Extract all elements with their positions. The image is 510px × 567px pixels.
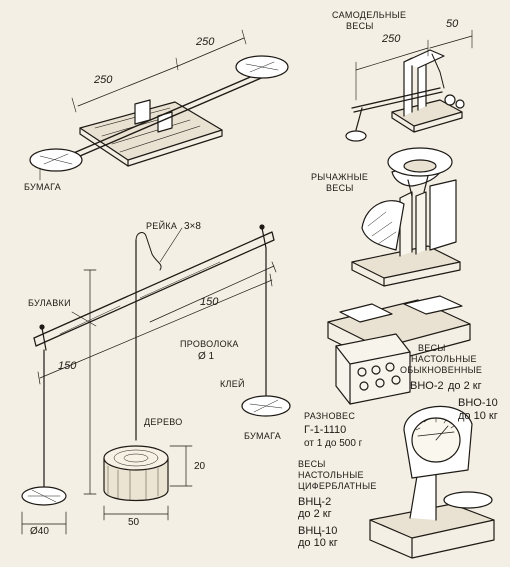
rail-label: РЕЙКА bbox=[146, 221, 178, 231]
table-scale-line1: ВЕСЫ bbox=[418, 343, 446, 353]
dim-250-left: 250 bbox=[94, 74, 113, 86]
dial-scale-model2: ВНЦ-10 bbox=[298, 525, 338, 537]
dial-scale-model1: ВНЦ-2 bbox=[298, 496, 332, 508]
dim-diam-40: Ø40 bbox=[30, 526, 49, 537]
table-scale-line3: ОБЫКНОВЕННЫЕ bbox=[400, 365, 483, 375]
dial-scale-limit1: до 2 кг bbox=[298, 508, 332, 520]
homemade-scale-drawing bbox=[345, 29, 473, 142]
lever-title-2: ВЕСЫ bbox=[326, 183, 354, 193]
dim-150-right: 150 bbox=[200, 296, 219, 308]
table-scale-limit1: до 2 кг bbox=[448, 380, 482, 392]
table-scale-limit2: до 10 кг bbox=[458, 410, 498, 422]
lever-scale-drawing bbox=[351, 147, 461, 287]
wire-label: ПРОВОЛОКА bbox=[180, 339, 239, 349]
wood-label: ДЕРЕВО bbox=[144, 417, 183, 427]
dim-250-right: 250 bbox=[196, 36, 215, 48]
table-scale-model2: ВНО-10 bbox=[458, 397, 498, 409]
table-scale-model1: ВНО-2 bbox=[410, 380, 444, 392]
rail-scale-drawing bbox=[21, 224, 291, 535]
homemade-title-2: ВЕСЫ bbox=[346, 21, 374, 31]
weights-model: Г-1-1110 bbox=[304, 424, 347, 436]
dim-20: 20 bbox=[194, 461, 206, 472]
dial-scale-drawing bbox=[369, 405, 495, 559]
paper-label-top: БУМАГА bbox=[24, 182, 61, 192]
lever-title-1: РЫЧАЖНЫЕ bbox=[311, 172, 369, 182]
homemade-dim-50: 50 bbox=[446, 18, 459, 30]
dial-scale-limit2: до 10 кг bbox=[298, 537, 338, 549]
dial-scale-line2: НАСТОЛЬНЫЕ bbox=[298, 470, 364, 480]
rail-size: 3×8 bbox=[184, 221, 201, 232]
table-scale-drawing bbox=[327, 295, 471, 405]
pins-label: БУЛАВКИ bbox=[28, 298, 71, 308]
homemade-dim-250: 250 bbox=[382, 33, 401, 45]
homemade-title-1: САМОДЕЛЬНЫЕ bbox=[332, 10, 407, 20]
dim-50: 50 bbox=[128, 517, 140, 528]
wire-diameter: Ø 1 bbox=[198, 351, 215, 362]
glue-label: КЛЕЙ bbox=[220, 379, 245, 389]
weights-title: РАЗНОВЕС bbox=[304, 411, 356, 421]
dim-150-left: 150 bbox=[58, 360, 77, 372]
weights-range: от 1 до 500 г bbox=[304, 438, 363, 449]
table-scale-line2: НАСТОЛЬНЫЕ bbox=[411, 354, 477, 364]
paper-label-rail: БУМАГА bbox=[244, 431, 281, 441]
top-beam-scale-drawing bbox=[29, 29, 289, 181]
dial-scale-line1: ВЕСЫ bbox=[298, 459, 326, 469]
dial-scale-line3: ЦИФЕРБЛАТНЫЕ bbox=[298, 481, 377, 491]
